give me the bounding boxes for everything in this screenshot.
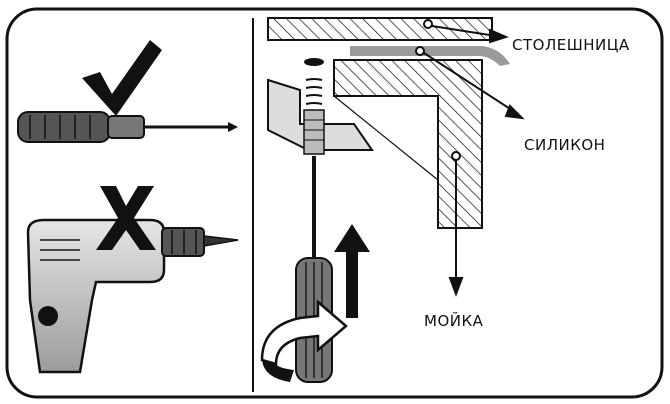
leader-lines — [415, 19, 525, 297]
mounting-clip — [267, 58, 374, 155]
up-arrow-icon — [334, 224, 370, 318]
label-sink: МОЙКА — [424, 312, 484, 330]
outer-frame — [5, 7, 664, 399]
label-silicone: СИЛИКОН — [524, 136, 606, 154]
screwdriver-icon — [17, 111, 238, 143]
cross-icon — [96, 186, 156, 250]
checkmark-icon — [82, 40, 162, 116]
rotate-arrow-icon — [260, 299, 348, 382]
label-countertop: СТОЛЕШНИЦА — [512, 36, 630, 54]
countertop-section — [267, 17, 493, 229]
drill-icon — [26, 218, 239, 374]
